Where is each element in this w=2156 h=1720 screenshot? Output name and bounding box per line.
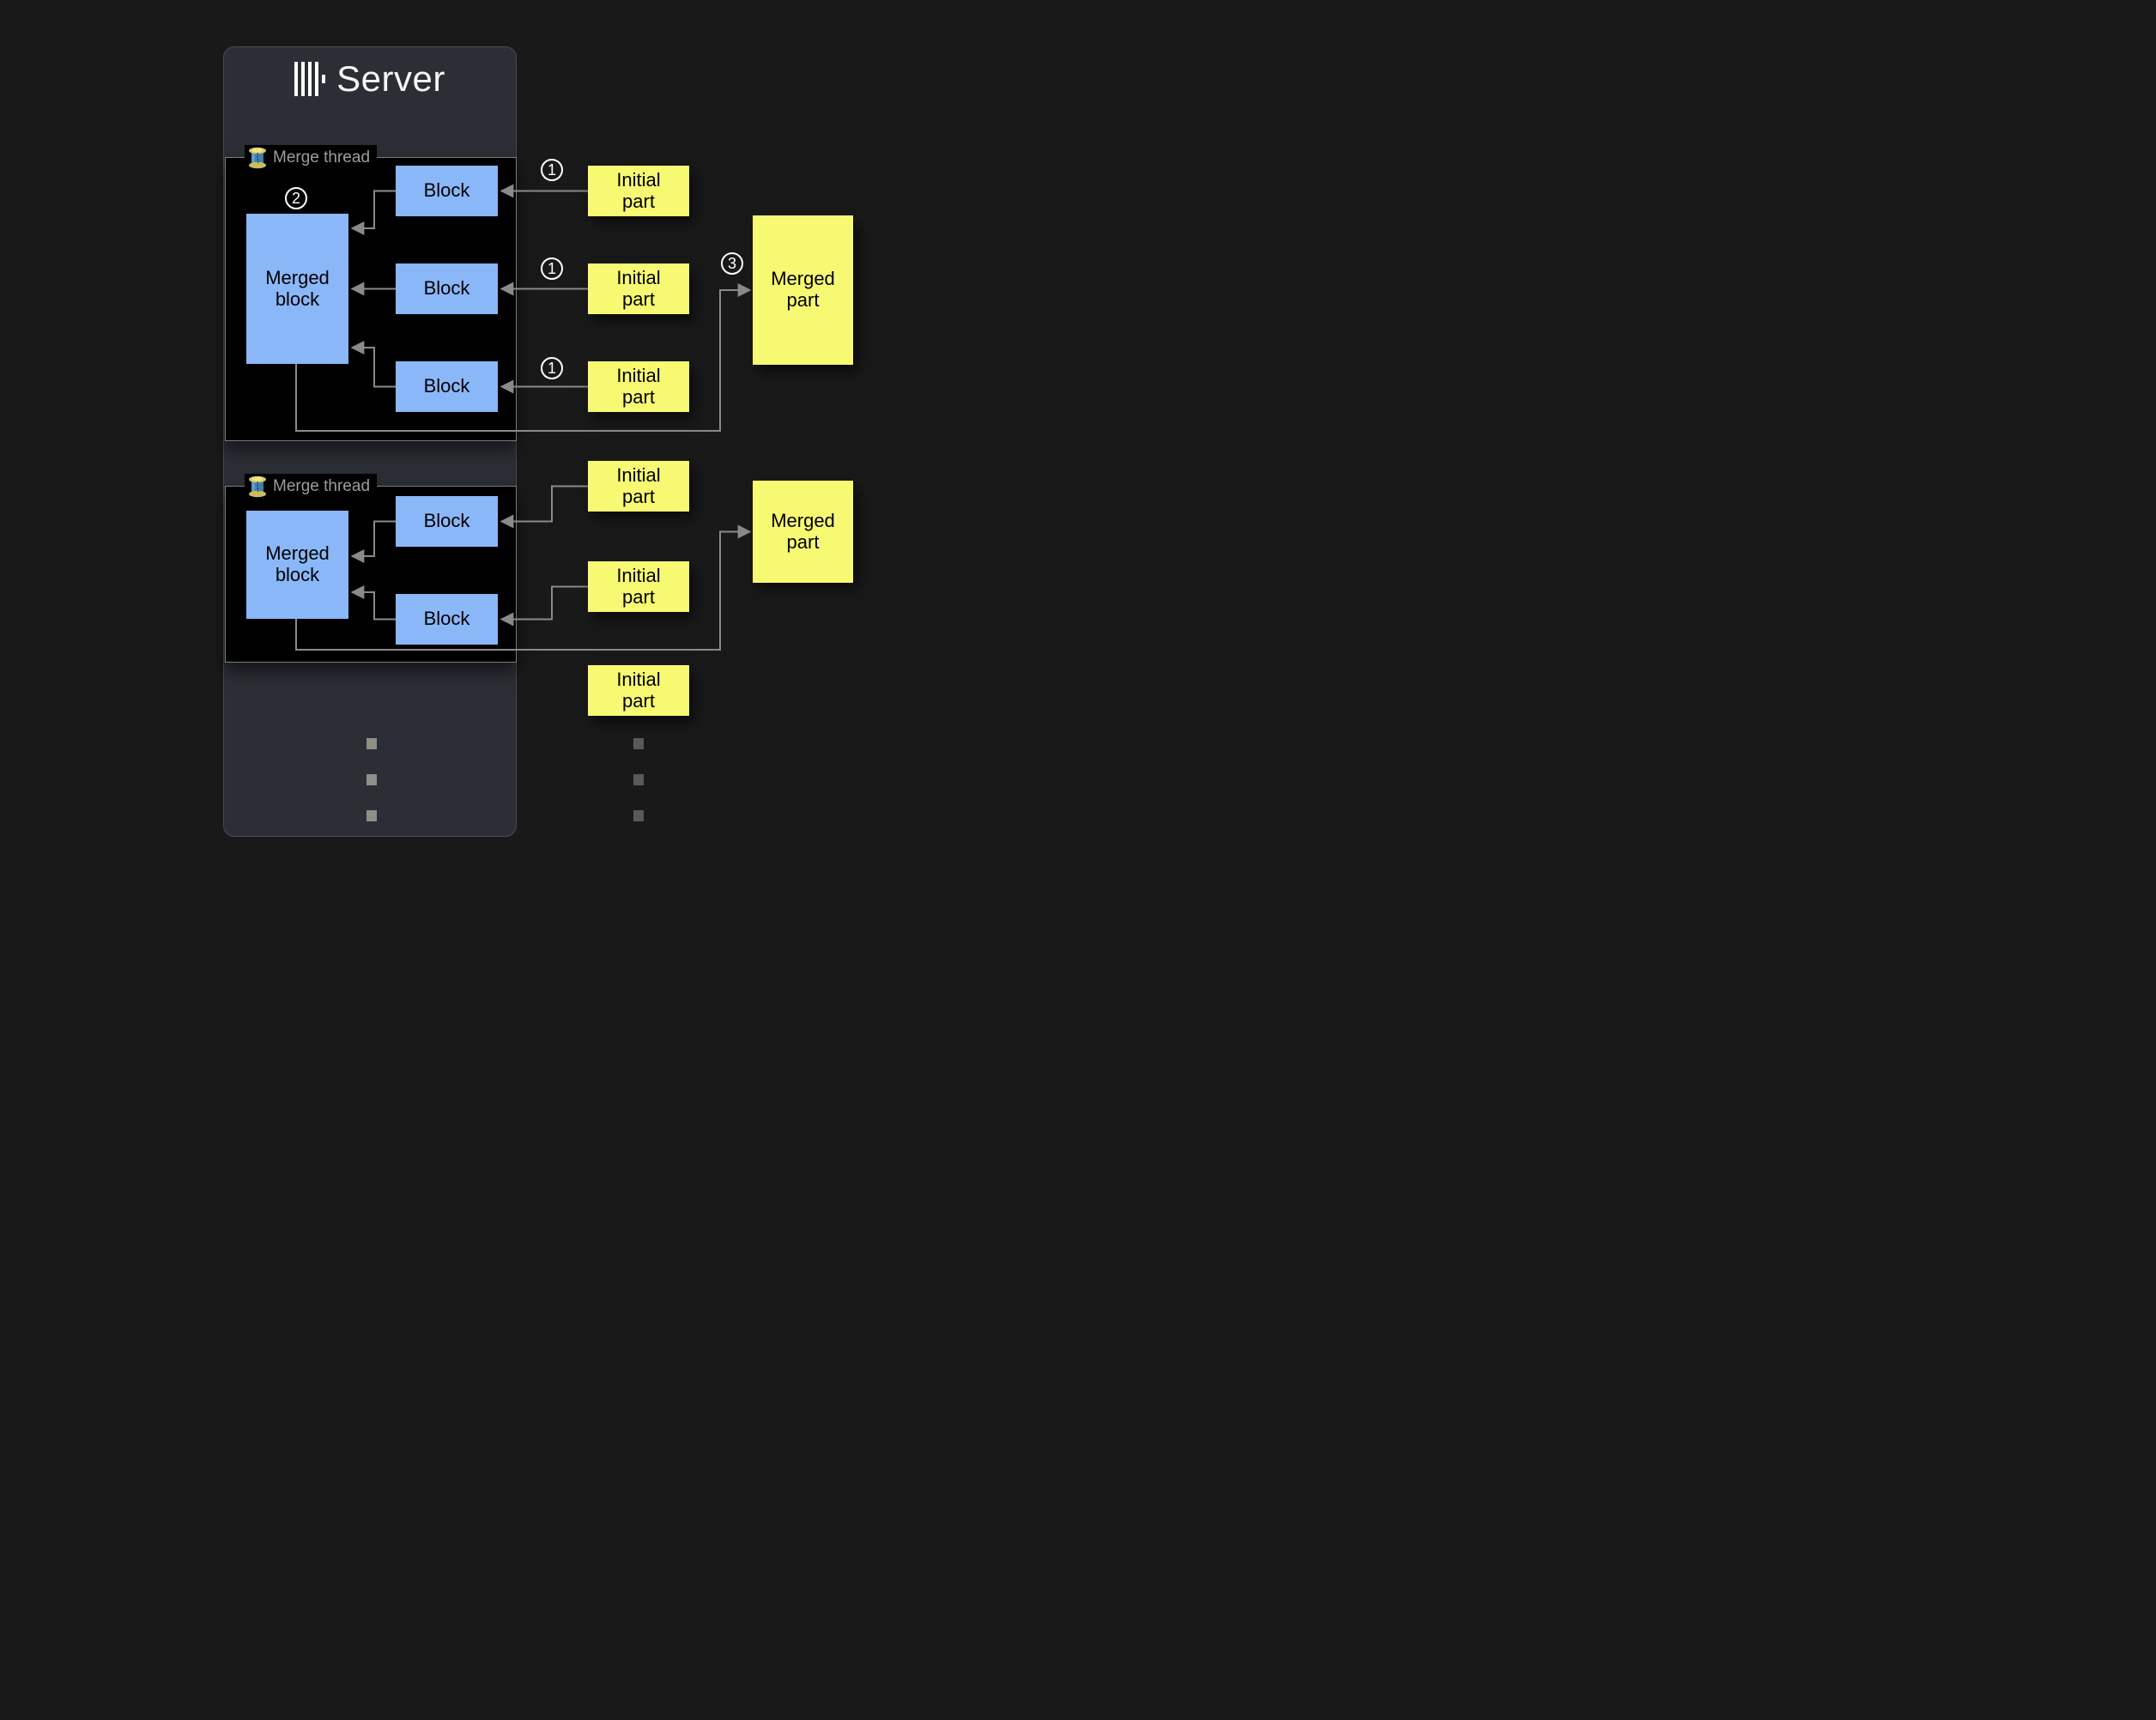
merged-part-2: Merged part (753, 481, 853, 583)
block-5-label: Block (423, 608, 470, 630)
step-badge-2: 2 (285, 187, 307, 209)
clickhouse-logo-icon (294, 62, 326, 96)
step-badge-3: 3 (721, 252, 743, 275)
merged-block-2: Merged block (246, 511, 348, 619)
logo-bar (301, 62, 306, 96)
thread-spool-icon (249, 475, 266, 498)
initial-part-5-label: Initial part (616, 564, 661, 608)
server-title: Server (336, 58, 445, 99)
initial-part-3-label: Initial part (616, 364, 661, 408)
merged-part-1: Merged part (753, 215, 853, 365)
initial-part-4: Initial part (588, 461, 689, 512)
step-badge-1-insert-3: 1 (541, 357, 563, 379)
merged-block-1: Merged block (246, 214, 348, 364)
block-4-label: Block (423, 510, 470, 532)
connector-lines (295, 184, 752, 651)
step-badge-1-insert-2: 1 (541, 257, 563, 280)
initial-part-6-label: Initial part (616, 668, 661, 712)
merge-thread-1-label: Merge thread (273, 148, 371, 167)
block-5: Block (396, 594, 498, 645)
merged-block-1-label: Merged block (265, 266, 330, 310)
block-4: Block (396, 496, 498, 547)
server-ellipsis-dot (366, 810, 377, 821)
diagram-canvas: Server Merge thread (0, 0, 1078, 860)
merge-thread-2-legend: Merge thread (245, 474, 378, 500)
block-3: Block (396, 361, 498, 412)
merged-block-2-label: Merged block (265, 542, 330, 585)
block-2: Block (396, 263, 498, 314)
parts-ellipsis-dot (633, 774, 644, 785)
merge-thread-1-legend: Merge thread (245, 145, 378, 171)
thread-spool-icon (249, 147, 266, 169)
initial-part-1-label: Initial part (616, 168, 661, 212)
initial-part-2-label: Initial part (616, 266, 661, 310)
initial-part-4-label: Initial part (616, 463, 661, 507)
initial-part-3: Initial part (588, 361, 689, 412)
initial-part-5: Initial part (588, 561, 689, 612)
merged-part-1-label: Merged part (771, 268, 835, 311)
block-1: Block (396, 166, 498, 216)
parts-ellipsis-dot (633, 738, 644, 749)
merge-thread-2-label: Merge thread (273, 477, 371, 495)
block-1-label: Block (423, 179, 470, 202)
block-2-label: Block (423, 277, 470, 300)
server-ellipsis-dot (366, 738, 377, 749)
initial-part-1: Initial part (588, 166, 689, 216)
server-ellipsis-dot (366, 774, 377, 785)
logo-bar (308, 62, 312, 96)
logo-bar-short (322, 75, 326, 83)
logo-bar (315, 62, 319, 96)
initial-part-2: Initial part (588, 263, 689, 314)
logo-bar (294, 62, 299, 96)
initial-part-6: Initial part (588, 665, 689, 716)
block-3-label: Block (423, 375, 470, 397)
server-header: Server (223, 53, 517, 105)
merged-part-2-label: Merged part (771, 509, 835, 553)
step-badge-1-insert-1: 1 (541, 159, 563, 181)
parts-ellipsis-dot (633, 810, 644, 821)
